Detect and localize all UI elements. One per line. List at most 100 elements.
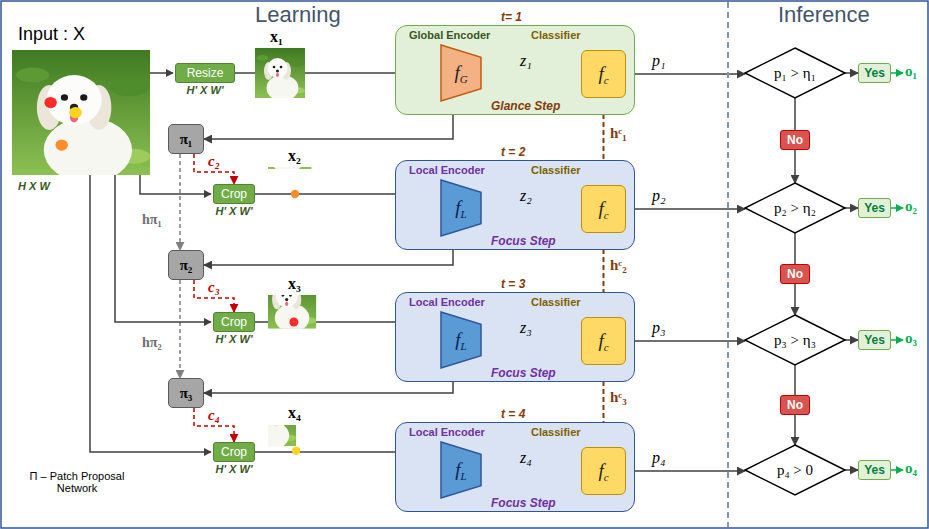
encoder-trapezoid: fL	[441, 312, 481, 368]
yes-box: Yes	[858, 330, 891, 350]
node-text: p₃ > η₃	[774, 332, 816, 349]
edge-label: hπ₁	[142, 212, 162, 228]
edge-label: z₂	[520, 187, 532, 205]
classifier-box: fc	[581, 447, 626, 495]
label: Learning	[255, 2, 341, 28]
focus-dot	[289, 318, 298, 327]
node-text: Classifier	[531, 29, 581, 41]
label: x₃	[288, 275, 301, 293]
node-text: H' X W'	[186, 84, 223, 96]
label: H X W	[18, 180, 50, 192]
node-text: No	[787, 267, 803, 281]
crop-box: CropH' X W'	[213, 442, 255, 462]
output-arrow	[891, 207, 903, 209]
decision-diamond: p₄ > 0	[745, 445, 845, 495]
node-text: Yes	[864, 333, 885, 347]
node-text: Classifier	[531, 426, 581, 438]
connector	[845, 339, 858, 341]
node-text: Yes	[864, 463, 885, 477]
node-text: p₁ > η₁	[774, 65, 816, 82]
diamond-outline	[745, 48, 845, 98]
node-text: f	[598, 460, 603, 482]
node-text: L	[461, 208, 467, 220]
encoder-shape	[441, 312, 481, 368]
no-box: No	[780, 264, 810, 284]
resized-image	[255, 48, 305, 101]
label: Input : X	[18, 24, 85, 45]
input-wire	[150, 72, 173, 74]
encoder-shape	[441, 442, 481, 498]
input-image	[12, 50, 150, 183]
node-text: No	[787, 133, 803, 147]
node-text: f	[454, 62, 459, 84]
input-wire	[140, 175, 211, 194]
node-text: Yes	[864, 66, 885, 80]
connector	[179, 280, 181, 378]
label: o₂	[905, 198, 917, 215]
crop-box: CropH' X W'	[213, 312, 255, 332]
label: o₄	[905, 460, 917, 477]
edge-label: hπ₂	[142, 335, 162, 351]
node-text: t = 4	[501, 407, 525, 421]
label: x₁	[270, 28, 283, 46]
label: x₂	[288, 147, 301, 165]
encoder-trapezoid: fG	[441, 45, 481, 101]
node-text: Crop	[221, 315, 247, 329]
yes-box: Yes	[858, 63, 891, 83]
edge-label: c₂	[208, 153, 220, 170]
step-panel: t= 1Global EncoderClassifierGlance Stepf…	[395, 25, 635, 115]
connector	[194, 408, 234, 442]
node-text: π₁	[180, 131, 193, 148]
edge-label: z₁	[520, 52, 532, 70]
input-wire	[115, 175, 211, 322]
node-text: Crop	[221, 445, 247, 459]
encoder-trapezoid: fL	[441, 442, 481, 498]
node-text: c	[604, 341, 609, 353]
focus-dot	[292, 447, 300, 455]
node-text: c	[604, 209, 609, 221]
node-text: c	[604, 74, 609, 86]
focus-dot	[291, 190, 299, 198]
decision-diamond: p₁ > η₁	[745, 48, 845, 98]
node-text: Local Encoder	[409, 426, 485, 438]
input-wire	[90, 175, 211, 452]
label: x₄	[288, 404, 301, 422]
diamond-outline	[745, 183, 845, 233]
focus-dot	[69, 107, 81, 118]
connector	[845, 72, 858, 74]
label: Inference	[778, 2, 870, 28]
edge-label: p₂	[652, 187, 666, 205]
edge-label: hᶜ₃	[610, 389, 627, 406]
node-text: No	[787, 398, 803, 412]
node-text: Crop	[221, 187, 247, 201]
output-arrow	[891, 72, 903, 74]
edge-label: p₁	[652, 52, 666, 70]
divider	[727, 2, 729, 527]
encoder-shape	[441, 45, 481, 101]
crop-image	[262, 275, 316, 332]
edge-label: hᶜ₁	[610, 125, 627, 142]
decision-diamond: p₃ > η₃	[745, 315, 845, 365]
step-panel: t = 4Local EncoderClassifierFocus StepfL…	[395, 422, 635, 512]
node-text: t = 2	[501, 145, 525, 159]
step-panel: t = 2Local EncoderClassifierFocus StepfL…	[395, 160, 635, 250]
node-text: Classifier	[531, 164, 581, 176]
edge-label: z₄	[520, 449, 532, 467]
yes-box: Yes	[858, 460, 891, 480]
node-text: t= 1	[501, 10, 522, 24]
node-text: t = 3	[501, 277, 525, 291]
encoder-trapezoid: fL	[441, 180, 481, 236]
diamond-outline	[745, 315, 845, 365]
connector	[794, 233, 796, 264]
connector	[845, 207, 858, 209]
node-text: Classifier	[531, 296, 581, 308]
focus-dot	[55, 139, 67, 150]
node-text: f	[598, 330, 603, 352]
node-text: Glance Step	[491, 99, 560, 113]
step-panel: t = 3Local EncoderClassifierFocus StepfL…	[395, 292, 635, 382]
patch-proposal-box: π₃	[168, 378, 204, 408]
connector	[794, 415, 796, 445]
label: o₃	[905, 330, 917, 347]
node-text: f	[455, 459, 460, 481]
connector	[794, 365, 796, 395]
